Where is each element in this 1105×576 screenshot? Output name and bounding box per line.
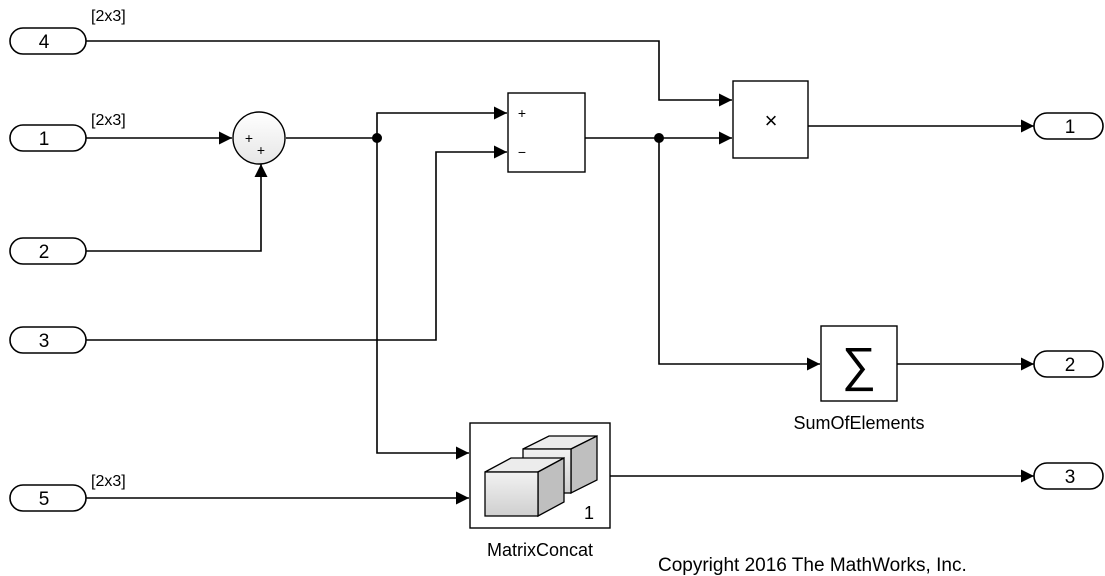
branch-point xyxy=(654,133,664,143)
inport-label: 1 xyxy=(39,129,50,150)
add-sign-left: + xyxy=(245,130,253,146)
product-symbol: × xyxy=(765,108,778,133)
cube-icon xyxy=(484,456,565,518)
inport-label: 4 xyxy=(39,32,50,53)
signal-line-subtract-to-sumofelements xyxy=(658,138,820,371)
inport-5[interactable]: 5 xyxy=(9,484,87,512)
sum-of-elements-label: SumOfElements xyxy=(793,413,924,433)
product-block[interactable]: × xyxy=(732,80,809,159)
outport-label: 3 xyxy=(1065,467,1076,488)
subtract-sign-plus: + xyxy=(518,105,526,121)
outport-2[interactable]: 2 xyxy=(1033,350,1104,378)
matrix-concatenate-block[interactable]: 1 xyxy=(469,422,611,529)
subtract-sign-minus: − xyxy=(518,144,526,160)
outport-label: 2 xyxy=(1065,355,1076,376)
signal-dimension-label: [2x3] xyxy=(91,8,126,25)
concat-dimension-param: 1 xyxy=(584,503,594,523)
signal-line-add-to-matrixconcat xyxy=(376,138,469,460)
inport-1[interactable]: 1 xyxy=(9,124,87,152)
signal-line-in3-to-subtract xyxy=(86,145,507,341)
signal-line-in2-to-add xyxy=(86,164,268,252)
sum-of-elements-block[interactable]: ∑ xyxy=(820,325,898,402)
signal-dimension-label: [2x3] xyxy=(91,112,126,129)
matrix-concat-label: MatrixConcat xyxy=(487,540,593,560)
subtract-block[interactable]: + − xyxy=(507,92,586,173)
signal-dimension-label: [2x3] xyxy=(91,473,126,490)
add-block[interactable]: + + xyxy=(232,111,286,165)
outport-label: 1 xyxy=(1065,117,1076,138)
branch-point xyxy=(372,133,382,143)
signal-line-in4-to-product xyxy=(86,40,732,107)
copyright-notice: Copyright 2016 The MathWorks, Inc. xyxy=(658,555,967,576)
inport-label: 2 xyxy=(39,242,50,263)
inport-4[interactable]: 4 xyxy=(9,27,87,55)
outport-1[interactable]: 1 xyxy=(1033,112,1104,140)
inport-3[interactable]: 3 xyxy=(9,326,87,354)
sum-symbol: ∑ xyxy=(842,339,876,392)
inport-label: 5 xyxy=(39,489,50,510)
outport-3[interactable]: 3 xyxy=(1033,462,1104,490)
inport-2[interactable]: 2 xyxy=(9,237,87,265)
add-sign-bottom: + xyxy=(257,142,265,158)
inport-label: 3 xyxy=(39,331,50,352)
signal-line-add-to-subtract xyxy=(286,106,507,139)
